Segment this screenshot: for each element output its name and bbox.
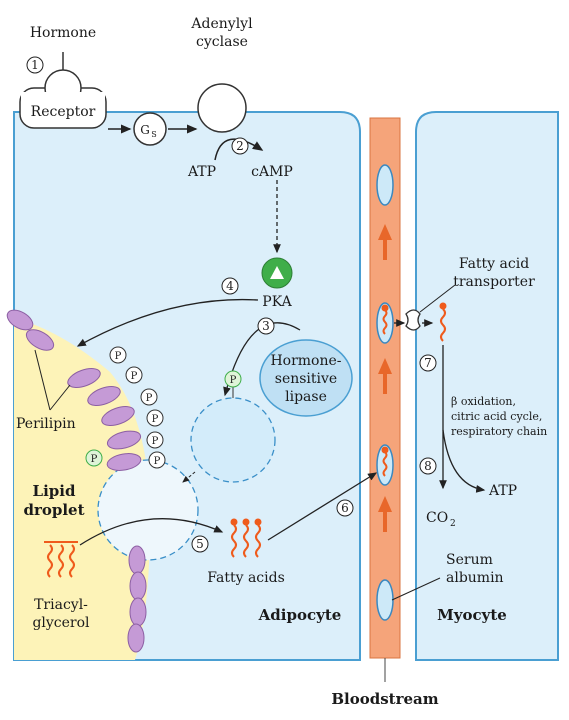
phosphate-label-5: P [152,436,159,447]
myocyte-label: Myocyte [437,606,507,624]
adenylyl-label-2: cyclase [196,34,248,50]
gs-label: G [140,123,150,137]
phosphate-label-7: P [91,454,98,465]
bloodstream-label: Bloodstream [331,690,438,708]
step-3: 3 [262,319,270,333]
gs-protein [133,112,167,146]
phosphate-label-1: P [115,351,122,362]
beta-ox-label-1: β oxidation, [451,395,516,408]
phosphate-label-4: P [152,414,159,425]
adenylyl-label-1: Adenylyl [190,16,253,32]
step-4: 4 [226,279,234,293]
hsl-label-2: sensitive [275,371,337,387]
step-2: 2 [236,139,244,153]
perilipin-label: Perilipin [16,416,76,432]
beta-ox-label-2: citric acid cycle, [451,410,542,423]
transporter-label-2: transporter [453,274,535,290]
beta-ox-label-3: respiratory chain [451,425,547,438]
co2-label: CO [426,510,448,526]
serum-label-1: Serum [446,552,493,568]
transporter-label-1: Fatty acid [459,256,529,272]
receptor [19,69,107,129]
triacyl-label-1: Triacyl- [34,597,88,613]
pka-label: PKA [262,294,292,310]
lipid-label-2: droplet [23,501,84,519]
camp-label: cAMP [251,164,293,180]
albumin-bound-fatty-acids [381,304,389,477]
fatty-acids-label: Fatty acids [207,570,285,586]
receptor-label: Receptor [31,104,96,120]
adipocyte-label: Adipocyte [258,606,342,624]
hsl-label-3: lipase [285,389,327,405]
released-fatty-acids [230,518,262,558]
hsl-label-1: Hormone- [270,353,341,369]
phosphate-label-6: P [154,456,161,467]
fatty-acid-transporter [405,309,421,331]
phosphate-label-8: P [230,375,237,386]
triacylglycerol [44,541,78,578]
step-8: 8 [424,459,432,473]
serum-label-2: albumin [446,570,504,586]
myocyte-cell [415,111,559,661]
step-1: 1 [31,58,39,72]
phosphate-label-2: P [131,371,138,382]
perilipin-proteins [6,309,147,653]
lipid-droplet-surface [97,459,199,561]
step-7: 7 [424,356,432,370]
lipid-label-1: Lipid [33,482,76,500]
triacyl-label-2: glycerol [32,615,90,631]
co2-subscript: 2 [450,519,456,529]
atp-label: ATP [187,164,216,180]
serum-albumin-particles [376,164,394,621]
gs-subscript: S [151,130,156,139]
phosphate-label-3: P [146,393,153,404]
phosphate-markers [85,346,242,469]
adenylyl-cyclase [197,83,247,133]
hormone-sensitive-lipase [259,339,353,417]
atp-out-label: ATP [488,483,517,499]
step-markers [26,56,437,553]
step-6: 6 [341,501,349,515]
hormone-label: Hormone [30,25,96,41]
activated-lipase [190,397,276,483]
myocyte-fatty-acid [439,302,447,342]
step-5: 5 [196,537,204,551]
blood-flow-arrows [378,224,392,532]
